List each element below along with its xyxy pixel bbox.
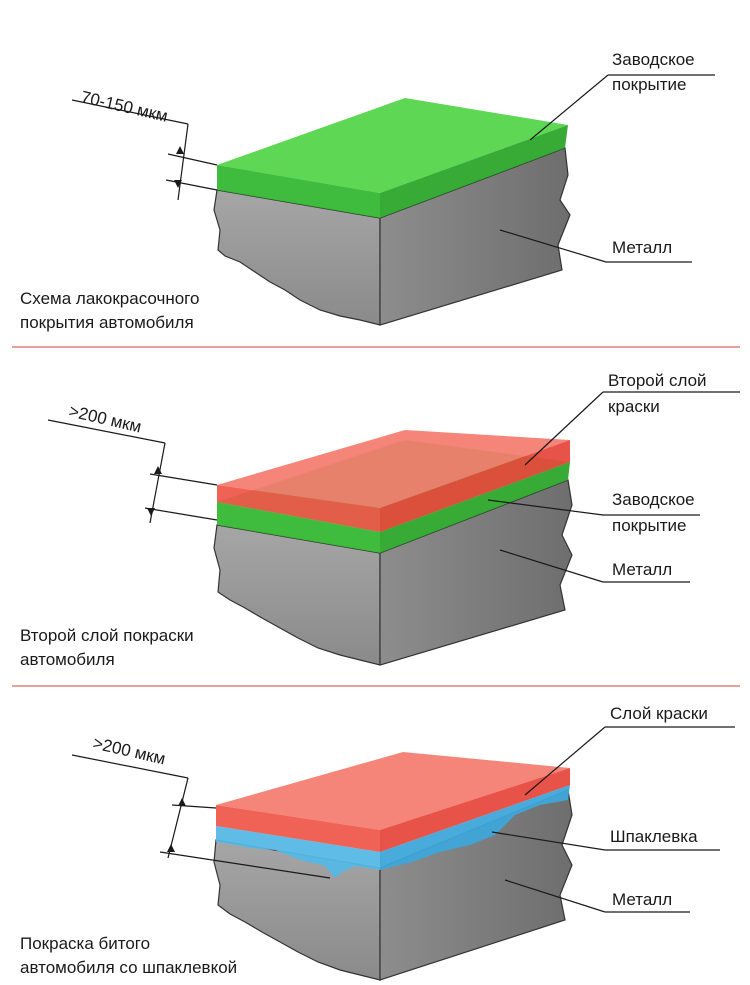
label-factory-line1: Заводское — [612, 490, 695, 509]
metal-block — [213, 147, 571, 326]
leader-metal — [499, 229, 607, 263]
thickness-dimension — [71, 754, 331, 879]
panel-3: >200 мкм Слой краски Шпаклевка Металл — [71, 704, 735, 981]
thickness-dimension — [47, 419, 218, 524]
red-side — [380, 768, 570, 852]
metal-side — [379, 479, 573, 666]
metal-side — [379, 147, 571, 326]
panel-2: >200 мкм Второй слой краски Заводское по… — [47, 371, 740, 666]
metal-front — [213, 189, 381, 326]
green-top — [217, 98, 568, 193]
red-front — [216, 805, 380, 852]
label-metal: Металл — [612, 560, 672, 579]
label-metal: Металл — [612, 890, 672, 909]
metal-block — [213, 479, 573, 666]
metal-front — [213, 524, 381, 666]
label-second-line1: Второй слой — [608, 371, 707, 390]
label-factory-line2: покрытие — [612, 75, 687, 94]
leader-factory — [529, 74, 609, 141]
caption-panel-1: Схема лакокрасочного покрытия автомобиля — [20, 289, 200, 332]
panel-1: 70-150 мкм Заводское покрытие Металл — [71, 50, 715, 326]
caption-panel-2: Второй слой покраски автомобиля — [20, 626, 194, 669]
label-factory-line2: покрытие — [612, 516, 687, 535]
label-factory-line1: Заводское — [612, 50, 695, 69]
putty-layer — [216, 785, 570, 878]
label-putty: Шпаклевка — [610, 827, 698, 846]
green-side — [380, 125, 568, 218]
label-paint-layer: Слой краски — [610, 704, 708, 723]
thickness-label: 70-150 мкм — [79, 87, 169, 125]
label-metal: Металл — [612, 238, 672, 257]
label-factory-coating: Заводское покрытие — [612, 50, 699, 94]
caption-panel-3: Покраска битого автомобиля со шпаклевкой — [20, 934, 238, 977]
red-top — [216, 752, 570, 830]
green-side — [380, 462, 570, 553]
second-paint-layer — [217, 430, 570, 532]
putty-side — [380, 785, 570, 870]
red-top — [217, 430, 570, 508]
factory-coating-layer — [217, 98, 568, 218]
label-second-paint: Второй слой краски — [608, 371, 711, 416]
red-side — [380, 440, 570, 532]
putty-front — [216, 826, 380, 878]
label-factory-coating: Заводское покрытие — [612, 490, 699, 535]
green-front — [217, 165, 380, 218]
label-second-line2: краски — [608, 397, 660, 416]
red-front — [217, 485, 380, 532]
green-front — [217, 502, 380, 553]
thickness-dimension — [71, 99, 218, 201]
thickness-label: >200 мкм — [91, 733, 167, 768]
paint-layer — [216, 752, 570, 852]
